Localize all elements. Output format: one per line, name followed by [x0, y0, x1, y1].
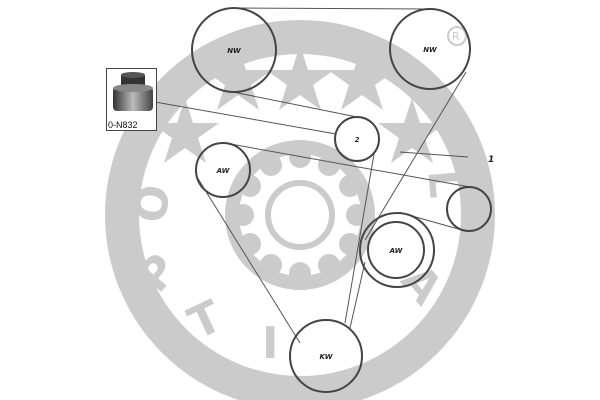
registered-mark: [447, 26, 467, 46]
pulley-nw-right: NW: [389, 8, 471, 90]
svg-text:KW: KW: [320, 353, 333, 361]
stars: [151, 45, 446, 163]
pulley-aw-left: AW: [195, 142, 251, 198]
pulley-nw-left: NW: [191, 7, 277, 93]
product-code: 0-N832: [108, 120, 138, 130]
belt-lines: [154, 7, 471, 344]
svg-text:O: O: [125, 181, 182, 227]
pulley-aw-right: AW: [359, 212, 435, 288]
svg-text:AW: AW: [389, 247, 403, 255]
pulley-idler-right: [446, 186, 492, 232]
ball-bearings: [232, 146, 368, 284]
svg-text:L: L: [417, 167, 470, 199]
svg-text:R: R: [452, 30, 460, 43]
svg-text:AW: AW: [216, 167, 230, 175]
svg-text:NW: NW: [423, 46, 437, 54]
svg-text:I: I: [262, 318, 278, 369]
optimal-watermark: O P T I L A R: [105, 20, 495, 400]
product-thumbnail[interactable]: 0-N832: [106, 68, 157, 131]
pulley-kw: KW: [289, 319, 363, 393]
svg-text:NW: NW: [227, 47, 241, 55]
callout-1: 1: [488, 155, 494, 165]
svg-text:2: 2: [355, 136, 360, 144]
tensioner-pulley-image: [113, 72, 153, 111]
pulley-2: 2: [334, 116, 380, 162]
pulleys: NW NW 2 AW AW KW: [191, 7, 492, 393]
